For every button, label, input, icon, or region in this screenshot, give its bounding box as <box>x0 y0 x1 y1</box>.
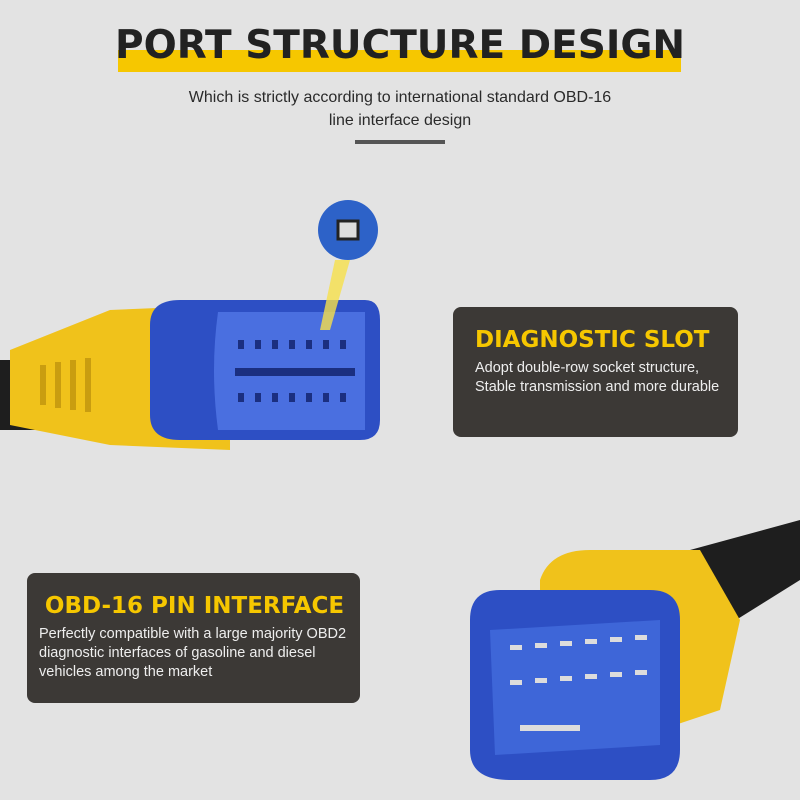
feature-card-diagnostic-slot: DIAGNOSTIC SLOT Adopt double-row socket … <box>453 307 738 437</box>
subtitle: Which is strictly according to internati… <box>100 86 700 132</box>
page-title: PORT STRUCTURE DESIGN <box>115 23 685 68</box>
feature-title: DIAGNOSTIC SLOT <box>475 327 710 353</box>
divider <box>355 140 445 144</box>
male-obd-connector-image <box>470 520 800 780</box>
feature-description: Perfectly compatible with a large majori… <box>39 626 347 680</box>
feature-title: OBD-16 PIN INTERFACE <box>44 593 345 619</box>
feature-description: Adopt double-row socket structure, Stabl… <box>475 360 720 395</box>
feature-card-obd16-pin: OBD-16 PIN INTERFACE Perfectly compatibl… <box>27 573 360 703</box>
title-highlight <box>118 50 681 72</box>
subtitle-line-2: line interface design <box>328 112 472 129</box>
female-obd-connector-image <box>0 200 380 450</box>
subtitle-line-1: Which is strictly according to internati… <box>188 89 612 106</box>
